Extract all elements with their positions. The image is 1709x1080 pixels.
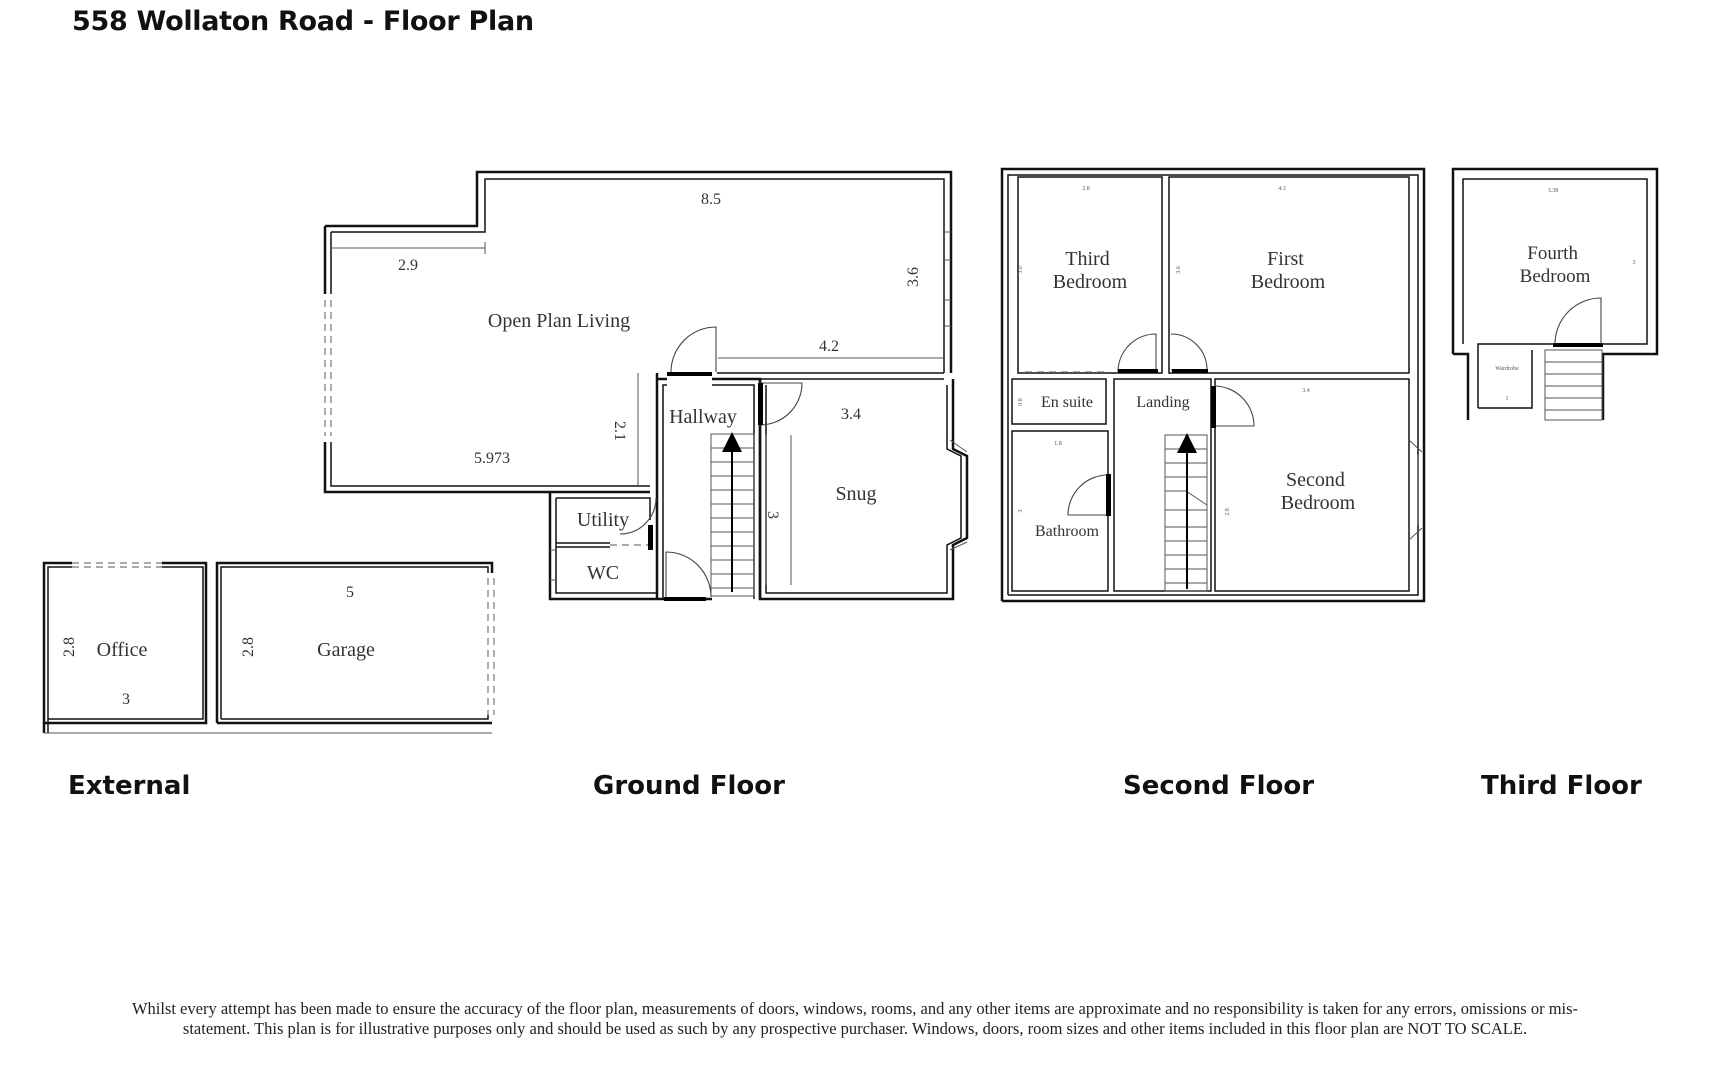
ground-stairs (710, 432, 755, 597)
dimension-living-right: 3.6 (905, 267, 922, 287)
dimension-living-left: 2.9 (398, 257, 418, 274)
ground-floor-plan: Open Plan Living Hallway Snug Utility WC… (323, 170, 969, 601)
third-floor-plan: Fourth Bedroom Wardrobe 3.38 3 1 (1451, 167, 1659, 421)
floor-label-second: Second Floor (1123, 771, 1315, 801)
dimension-second-bedroom-height: 2.8 (1225, 508, 1231, 516)
disclaimer: Whilst every attempt has been made to en… (30, 999, 1680, 1039)
floor-label-external: External (68, 771, 191, 801)
dimension-living-top: 8.5 (701, 191, 721, 208)
dimension-snug-width: 3.4 (841, 406, 861, 423)
room-first-bedroom: First Bedroom (1251, 248, 1326, 293)
dimension-first-bedroom-width: 4.3 (1278, 186, 1286, 192)
dimension-snug-height: 3 (764, 511, 781, 519)
disclaimer-line-2: statement. This plan is for illustrative… (182, 1019, 1528, 1038)
floor-label-third: Third Floor (1481, 771, 1642, 801)
room-third-bedroom: Third Bedroom (1053, 248, 1128, 293)
external-plan: Office Garage 3 2.8 5 2.8 (42, 561, 495, 734)
dimension-garage-width: 5 (346, 584, 354, 601)
room-utility: Utility (577, 509, 629, 531)
room-open-plan-living: Open Plan Living (488, 310, 630, 332)
dimension-living-drop: 2.1 (611, 421, 628, 441)
dimension-third-bedroom-height: 3.0 (1018, 266, 1024, 274)
dimension-first-bedroom-height: 3.6 (1176, 266, 1182, 274)
dimension-en-suite-height: 0.8 (1018, 398, 1024, 406)
floor-label-ground: Ground Floor (593, 771, 785, 801)
dimension-office-width: 3 (122, 691, 130, 708)
disclaimer-line-1: Whilst every attempt has been made to en… (131, 999, 1579, 1018)
dimension-fourth-bedroom-height: 3 (1633, 260, 1636, 266)
room-en-suite: En suite (1041, 394, 1093, 411)
dimension-third-bedroom-width: 2.8 (1082, 186, 1090, 192)
page-title: 558 Wollaton Road - Floor Plan (72, 6, 534, 37)
dimension-office-height: 2.8 (61, 637, 78, 657)
dimension-bathroom-height: 3 (1018, 510, 1024, 513)
third-floor-stairs (1544, 349, 1603, 421)
dimension-living-inner: 4.2 (819, 338, 839, 355)
dimension-wardrobe-width: 1 (1506, 396, 1509, 402)
room-hallway: Hallway (669, 406, 737, 428)
room-fourth-bedroom: Fourth Bedroom (1520, 243, 1591, 287)
room-snug: Snug (835, 483, 876, 505)
room-landing: Landing (1136, 394, 1189, 411)
second-floor-stairs (1164, 433, 1208, 592)
room-wardrobe: Wardrobe (1495, 366, 1519, 372)
room-garage: Garage (317, 639, 375, 661)
dimension-second-bedroom-width: 3.4 (1302, 388, 1310, 394)
second-floor-plan: Third Bedroom First Bedroom En suite Lan… (1000, 167, 1426, 603)
room-bathroom: Bathroom (1035, 523, 1100, 540)
dimension-garage-height: 2.8 (240, 637, 257, 657)
room-wc: WC (587, 562, 619, 584)
room-second-bedroom: Second Bedroom (1281, 469, 1356, 514)
room-office: Office (97, 639, 148, 661)
dimension-bathroom-width: 1.8 (1054, 441, 1062, 447)
dimension-living-bottom: 5.973 (474, 450, 510, 467)
dimension-fourth-bedroom-width: 3.38 (1548, 188, 1559, 194)
